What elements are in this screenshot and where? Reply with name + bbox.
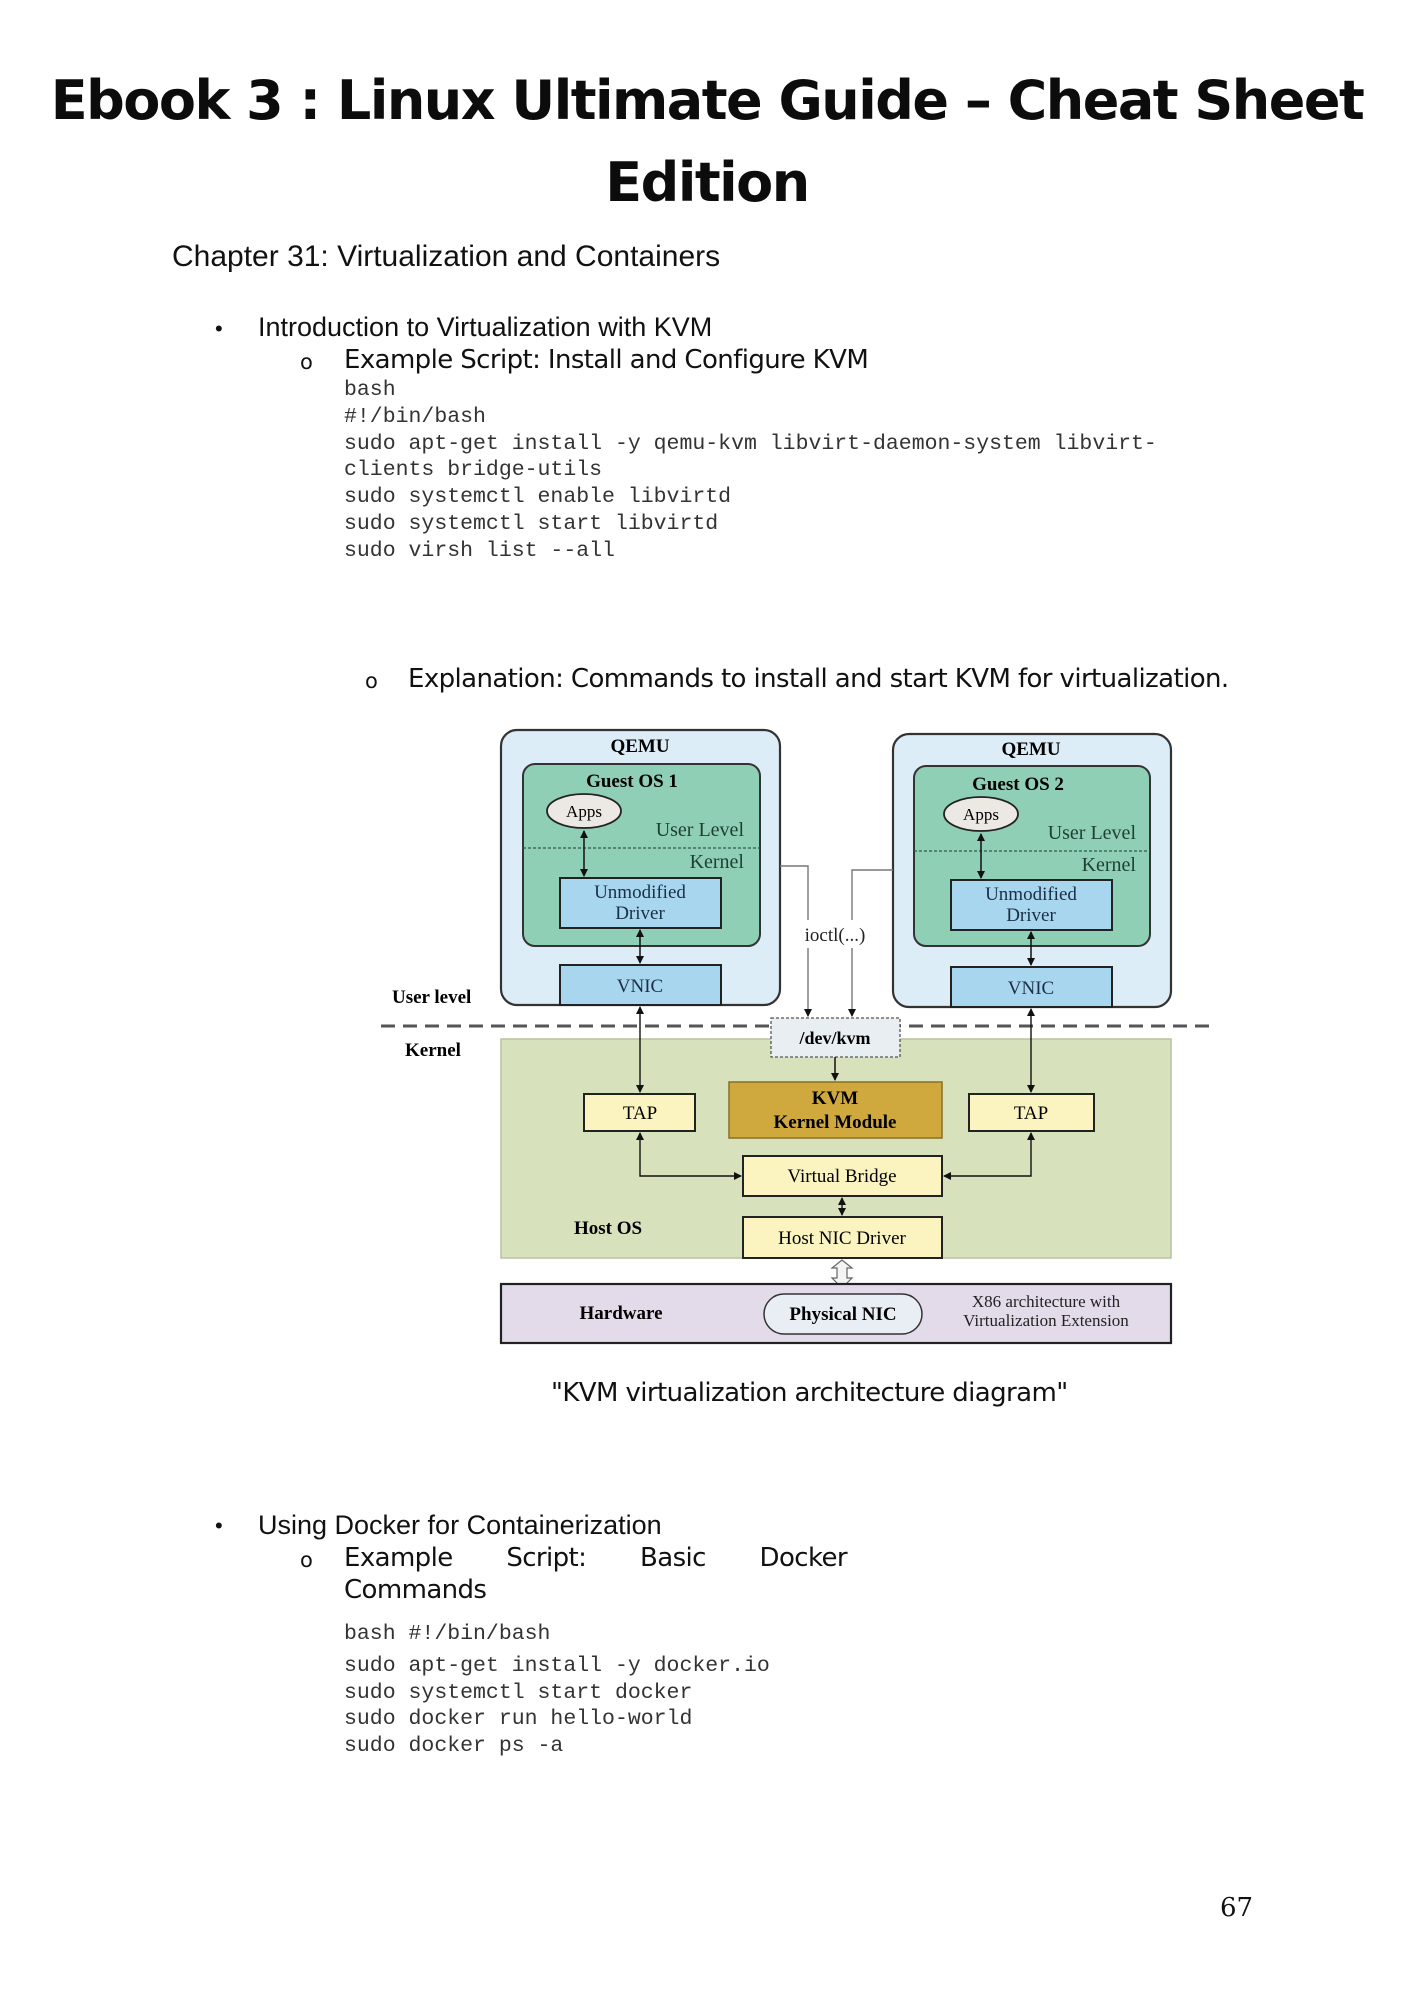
guest-os-label-2: Guest OS 2: [972, 774, 1064, 795]
code-block-docker: bash #!/bin/bash sudo apt-get install -y…: [344, 1621, 770, 1760]
kvm-label-line1: KVM: [812, 1088, 859, 1109]
code-line: bash #!/bin/bash: [344, 1622, 551, 1646]
tap-label-2: TAP: [1014, 1103, 1048, 1124]
tap-box-1: [583, 1093, 696, 1132]
code-line: bash: [344, 378, 396, 402]
hardware-label: Hardware: [579, 1303, 662, 1324]
host-nic-driver-box: [742, 1216, 943, 1259]
apps-ellipse-1: [546, 793, 622, 829]
guest-os-label-1: Guest OS 1: [586, 771, 678, 792]
sub-bullet-marker: o: [300, 1548, 313, 1572]
virtual-bridge-label: Virtual Bridge: [787, 1166, 896, 1187]
page-title-line-1: Ebook 3 : Linux Ultimate Guide – Cheat S…: [50, 69, 1365, 132]
kernel-inner-2: Kernel: [1082, 854, 1137, 876]
apps-label-1: Apps: [566, 802, 602, 821]
example-title-line-2: Commands: [344, 1575, 487, 1605]
dev-kvm-label: /dev/kvm: [798, 1028, 870, 1048]
qemu-label-2: QEMU: [1001, 739, 1060, 760]
driver-label-1b: Driver: [615, 903, 665, 924]
user-level-label: User level: [392, 987, 471, 1008]
kvm-label-line2: Kernel Module: [774, 1112, 897, 1133]
user-level-inner-2: User Level: [1048, 822, 1137, 844]
code-line: sudo docker ps -a: [344, 1734, 564, 1759]
example-title-word: Example: [344, 1543, 453, 1573]
apps-label-2: Apps: [963, 805, 999, 824]
dev-kvm-box: [770, 1017, 901, 1058]
sub-bullet-marker: o: [365, 669, 378, 693]
code-line: sudo apt-get install -y docker.io: [344, 1653, 770, 1678]
code-line: clients bridge-utils: [344, 458, 603, 483]
apps-ellipse-2: [943, 796, 1019, 832]
kernel-inner-1: Kernel: [690, 851, 745, 873]
user-level-inner-1: User Level: [656, 819, 745, 841]
code-line: sudo virsh list --all: [344, 538, 615, 563]
x86-label-line1: X86 architecture with: [972, 1292, 1121, 1311]
page-title-line-2: Edition: [605, 151, 810, 214]
physical-nic-label: Physical NIC: [789, 1304, 896, 1325]
diagram-caption: "KVM virtualization architecture diagram…: [551, 1378, 1068, 1408]
kvm-architecture-diagram: QEMU Guest OS 1 Apps User Level Kernel U…: [381, 728, 1215, 1345]
code-line: sudo apt-get install -y qemu-kvm libvirt…: [344, 431, 1157, 456]
driver-label-2a: Unmodified: [985, 884, 1077, 905]
example-title-word: Docker: [759, 1543, 848, 1573]
code-block-kvm: bash #!/bin/bash sudo apt-get install -y…: [344, 377, 1157, 565]
host-os-label: Host OS: [574, 1218, 642, 1239]
bullet-marker: •: [215, 1513, 223, 1538]
unmodified-driver-box-1: [559, 877, 722, 929]
code-line: #!/bin/bash: [344, 404, 486, 429]
tap-bridge-arrow-1: [636, 1132, 742, 1180]
ioctl-label: ioctl(...): [805, 925, 866, 946]
x86-label-line2: Virtualization Extension: [963, 1311, 1129, 1330]
tap-bridge-arrow-2: [943, 1132, 1035, 1180]
vnic-box-1: [559, 964, 722, 1006]
ioctl-line-1: [780, 865, 812, 1017]
example-title-word: Basic: [640, 1543, 706, 1573]
driver-label-2b: Driver: [1006, 905, 1056, 926]
page-number: 67: [1220, 1893, 1254, 1923]
tap-label-1: TAP: [623, 1103, 657, 1124]
sub-bullet-marker: o: [300, 350, 313, 374]
example-title-word: Script:: [506, 1543, 587, 1573]
section-heading-docker: Using Docker for Containerization: [258, 1510, 662, 1540]
code-line: sudo systemctl start libvirtd: [344, 511, 719, 536]
example-title-docker: Example Script: Basic Docker Commands: [344, 1543, 848, 1605]
code-line: sudo systemctl enable libvirtd: [344, 485, 732, 510]
example-title-kvm: Example Script: Install and Configure KV…: [344, 345, 869, 375]
vnic-box-2: [950, 966, 1113, 1008]
vnic-label-2: VNIC: [1008, 978, 1054, 999]
kvm-kernel-module-box: [728, 1081, 943, 1139]
tap-box-2: [968, 1093, 1095, 1132]
chapter-heading: Chapter 31: Virtualization and Container…: [172, 240, 721, 273]
code-line: sudo docker run hello-world: [344, 1707, 693, 1732]
host-nic-driver-label: Host NIC Driver: [778, 1228, 906, 1249]
virtual-bridge-box: [742, 1155, 943, 1197]
code-line: sudo systemctl start docker: [344, 1680, 693, 1705]
ioctl-line-2: [848, 869, 893, 1017]
bullet-marker: •: [215, 316, 223, 341]
unmodified-driver-box-2: [950, 879, 1113, 931]
vnic-label-1: VNIC: [617, 976, 663, 997]
section-heading-kvm: Introduction to Virtualization with KVM: [258, 312, 713, 342]
physical-nic-pill: [763, 1293, 923, 1335]
kernel-label: Kernel: [405, 1040, 461, 1061]
driver-label-1a: Unmodified: [594, 882, 686, 903]
qemu-label-1: QEMU: [610, 736, 669, 757]
explanation-text: Explanation: Commands to install and sta…: [408, 664, 1229, 694]
